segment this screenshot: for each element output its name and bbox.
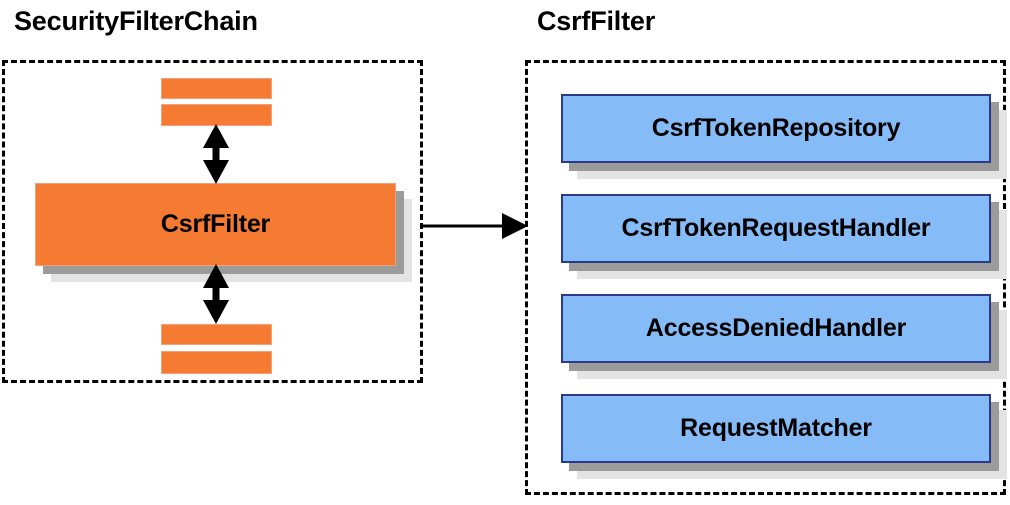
node-csrftokenrequesthandler[interactable]: CsrfTokenRequestHandler bbox=[561, 194, 1007, 279]
filter-stub-bar-below-2 bbox=[161, 351, 272, 374]
node-label-csrftokenrequesthandler: CsrfTokenRequestHandler bbox=[621, 214, 931, 242]
filter-stub-bar-above-1 bbox=[161, 78, 272, 99]
node-accessdeniedhandler[interactable]: AccessDeniedHandler bbox=[561, 294, 1007, 379]
node-label-requestmatcher: RequestMatcher bbox=[680, 414, 872, 442]
panel-title-security-filter-chain: SecurityFilterChain bbox=[14, 6, 258, 36]
node-face: RequestMatcher bbox=[561, 394, 991, 463]
panel-title-csrf-filter: CsrfFilter bbox=[537, 6, 656, 36]
node-label-csrffilter: CsrfFilter bbox=[160, 210, 271, 238]
node-face: AccessDeniedHandler bbox=[561, 294, 991, 363]
filter-stub-bar-above-2 bbox=[161, 104, 272, 126]
node-csrftokenrepository[interactable]: CsrfTokenRepository bbox=[561, 94, 1007, 179]
node-face: CsrfTokenRepository bbox=[561, 94, 991, 163]
filter-stub-bar-below-1 bbox=[161, 324, 272, 345]
node-csrffilter[interactable]: CsrfFilter bbox=[35, 183, 412, 282]
node-face: CsrfTokenRequestHandler bbox=[561, 194, 991, 263]
node-face: CsrfFilter bbox=[35, 183, 396, 266]
node-label-csrftokenrepository: CsrfTokenRepository bbox=[651, 114, 901, 142]
connector-securityfilterchain-to-csrffilter-panel bbox=[423, 213, 528, 239]
node-requestmatcher[interactable]: RequestMatcher bbox=[561, 394, 1007, 479]
node-label-accessdeniedhandler: AccessDeniedHandler bbox=[645, 314, 907, 342]
